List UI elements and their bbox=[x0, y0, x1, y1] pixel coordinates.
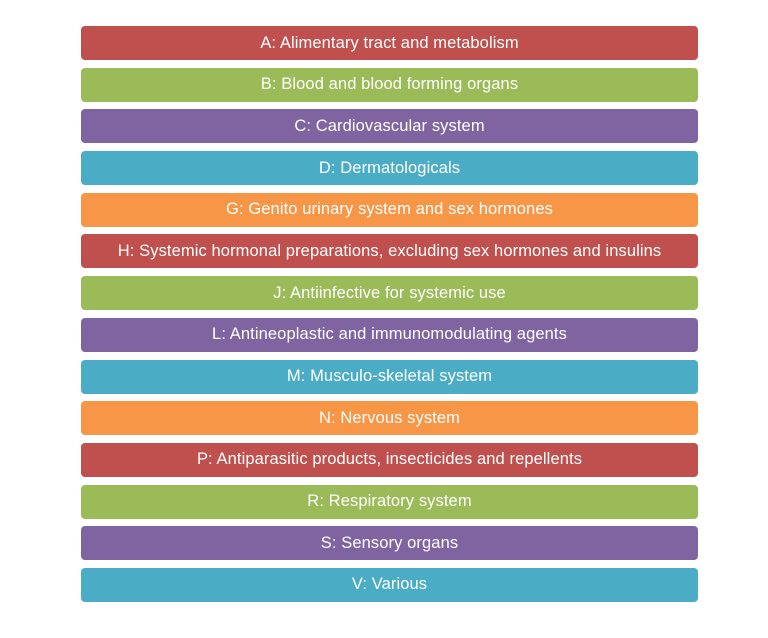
category-label: C: Cardiovascular system bbox=[294, 116, 485, 135]
category-label: N: Nervous system bbox=[318, 408, 461, 427]
category-bar-j: J: Antiinfective for systemic use bbox=[81, 276, 698, 311]
category-bar-r: R: Respiratory system bbox=[81, 484, 698, 519]
category-label: A: Alimentary tract and metabolism bbox=[260, 33, 519, 52]
category-bar-h: H: Systemic hormonal preparations, exclu… bbox=[81, 234, 698, 269]
category-label: G: Genito urinary system and sex hormone… bbox=[226, 200, 553, 219]
category-bar-a: A: Alimentary tract and metabolism bbox=[81, 26, 698, 60]
category-label: S: Sensory organs bbox=[320, 533, 459, 552]
category-label: M: Musculo-skeletal system bbox=[286, 367, 493, 385]
category-bar-s: S: Sensory organs bbox=[81, 526, 698, 561]
category-label: B: Blood and blood forming organs bbox=[260, 75, 519, 94]
category-bar-b: B: Blood and blood forming organs bbox=[81, 67, 698, 102]
category-label: D: Dermatologicals bbox=[318, 158, 461, 177]
category-label: R: Respiratory system bbox=[307, 492, 472, 511]
category-bar-c: C: Cardiovascular system bbox=[81, 109, 698, 144]
category-bar-v: V: Various bbox=[81, 567, 698, 602]
category-label: L: Antineoplastic and immunomodulating a… bbox=[212, 325, 567, 344]
category-bar-n: N: Nervous system bbox=[81, 401, 698, 436]
category-bar-p: P: Antiparasitic products, insecticides … bbox=[81, 442, 698, 477]
category-bar-d: D: Dermatologicals bbox=[81, 151, 698, 186]
category-list: A: Alimentary tract and metabolism B: Bl… bbox=[81, 26, 698, 610]
category-bar-m: M: Musculo-skeletal system bbox=[81, 359, 698, 394]
category-label: P: Antiparasitic products, insecticides … bbox=[196, 450, 583, 469]
category-label: H: Systemic hormonal preparations, exclu… bbox=[117, 241, 662, 260]
category-bar-l: L: Antineoplastic and immunomodulating a… bbox=[81, 317, 698, 352]
category-label: J: Antiinfective for systemic use bbox=[273, 283, 506, 302]
category-bar-g: G: Genito urinary system and sex hormone… bbox=[81, 192, 698, 227]
category-label: V: Various bbox=[351, 575, 428, 594]
